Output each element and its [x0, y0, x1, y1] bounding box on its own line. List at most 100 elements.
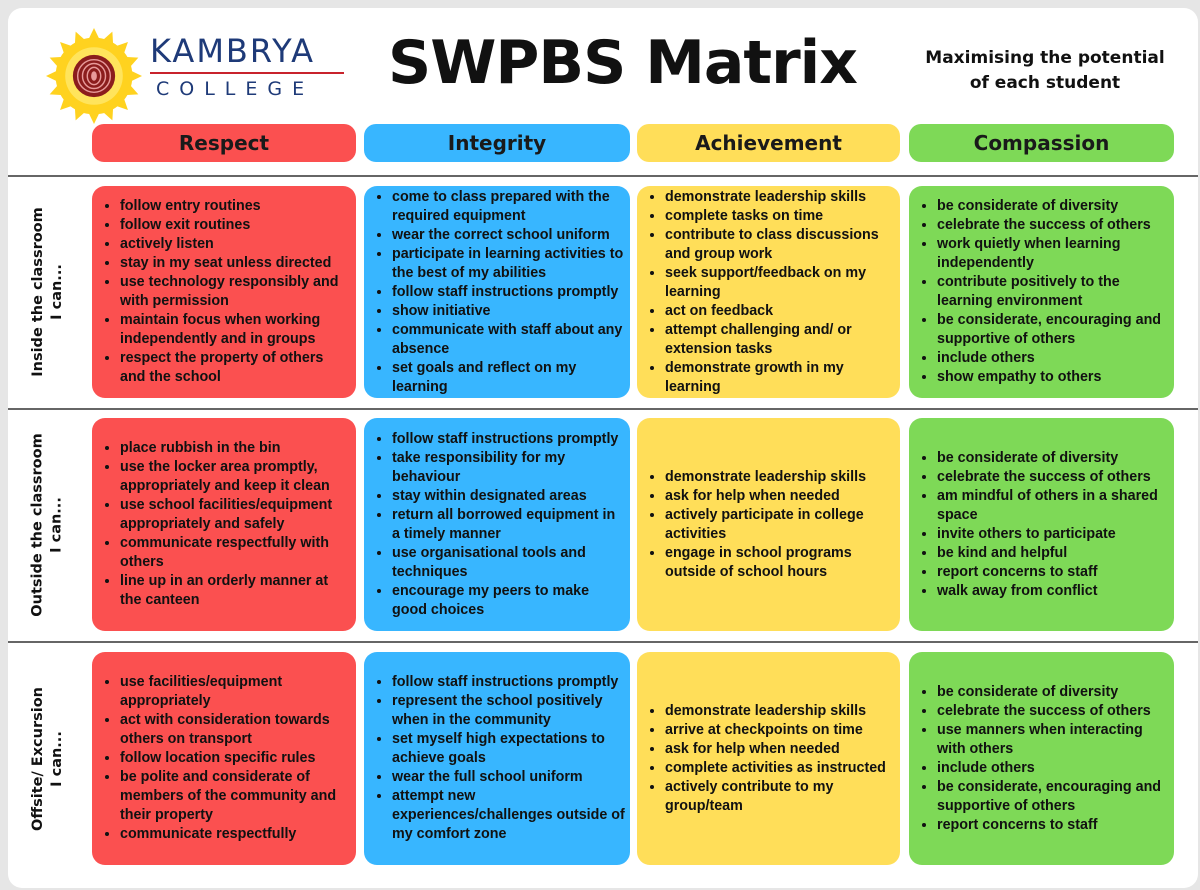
row-divider: [8, 175, 1198, 177]
sun-logo-icon: [46, 28, 142, 124]
list-item: line up in an orderly manner at the cant…: [120, 572, 352, 610]
list-item: maintain focus when working independentl…: [120, 311, 352, 349]
list-item: use school facilities/equipment appropri…: [120, 496, 352, 534]
list-item: return all borrowed equipment in a timel…: [392, 506, 626, 544]
list-item: celebrate the success of others: [937, 468, 1170, 487]
matrix-page: KAMBRYA COLLEGE SWPBS Matrix Maximising …: [8, 8, 1198, 888]
list-item: celebrate the success of others: [937, 216, 1170, 235]
bullet-list: follow staff instructions promptlyrepres…: [374, 673, 626, 844]
list-item: participate in learning activities to th…: [392, 245, 626, 283]
list-item: be considerate, encouraging and supporti…: [937, 778, 1170, 816]
cell-offsite-integrity: follow staff instructions promptlyrepres…: [364, 652, 630, 865]
list-item: actively participate in college activiti…: [665, 506, 896, 544]
row-label-line-2: I can...: [49, 730, 65, 787]
list-item: demonstrate growth in my learning: [665, 359, 896, 397]
list-item: follow staff instructions promptly: [392, 430, 626, 449]
list-item: ask for help when needed: [665, 487, 896, 506]
bullet-list: come to class prepared with the required…: [374, 188, 626, 397]
cell-outside-integrity: follow staff instructions promptlytake r…: [364, 418, 630, 631]
cell-inside-compassion: be considerate of diversitycelebrate the…: [909, 186, 1174, 398]
row-label-inside: Inside the classroom I can...: [8, 186, 88, 398]
column-header-integrity: Integrity: [364, 124, 630, 162]
list-item: take responsibility for my behaviour: [392, 449, 626, 487]
row-label-offsite: Offsite/ Excursion I can...: [8, 652, 88, 865]
list-item: use organisational tools and techniques: [392, 544, 626, 582]
list-item: include others: [937, 349, 1170, 368]
list-item: arrive at checkpoints on time: [665, 721, 896, 740]
list-item: actively contribute to my group/team: [665, 778, 896, 816]
column-header-respect: Respect: [92, 124, 356, 162]
bullet-list: follow staff instructions promptlytake r…: [374, 430, 626, 620]
row-label-line-2: I can...: [49, 496, 65, 553]
list-item: use the locker area promptly, appropriat…: [120, 458, 352, 496]
row-label-line-1: Inside the classroom: [30, 207, 47, 377]
column-header-compassion: Compassion: [909, 124, 1174, 162]
column-header-achievement: Achievement: [637, 124, 900, 162]
cell-offsite-compassion: be considerate of diversitycelebrate the…: [909, 652, 1174, 865]
list-item: encourage my peers to make good choices: [392, 582, 626, 620]
list-item: respect the property of others and the s…: [120, 349, 352, 387]
row-label-line-2: I can...: [49, 264, 66, 320]
list-item: stay in my seat unless directed: [120, 254, 352, 273]
list-item: be considerate of diversity: [937, 449, 1170, 468]
logo-subtitle: COLLEGE: [156, 78, 315, 100]
cell-outside-compassion: be considerate of diversitycelebrate the…: [909, 418, 1174, 631]
list-item: act on feedback: [665, 302, 896, 321]
row-label-outside: Outside the classroom I can...: [8, 418, 88, 631]
bullet-list: demonstrate leadership skillsask for hel…: [647, 468, 896, 582]
list-item: show initiative: [392, 302, 626, 321]
list-item: follow exit routines: [120, 216, 352, 235]
list-item: actively listen: [120, 235, 352, 254]
cell-inside-integrity: come to class prepared with the required…: [364, 186, 630, 398]
list-item: ask for help when needed: [665, 740, 896, 759]
cell-inside-respect: follow entry routinesfollow exit routine…: [92, 186, 356, 398]
list-item: complete tasks on time: [665, 207, 896, 226]
cell-outside-respect: place rubbish in the binuse the locker a…: [92, 418, 356, 631]
list-item: be considerate of diversity: [937, 197, 1170, 216]
cell-offsite-respect: use facilities/equipment appropriatelyac…: [92, 652, 356, 865]
logo-rule: [150, 72, 344, 74]
list-item: represent the school positively when in …: [392, 692, 626, 730]
list-item: place rubbish in the bin: [120, 439, 352, 458]
list-item: follow location specific rules: [120, 749, 352, 768]
list-item: work quietly when learning independently: [937, 235, 1170, 273]
list-item: engage in school programs outside of sch…: [665, 544, 896, 582]
page-title: SWPBS Matrix: [388, 28, 858, 98]
bullet-list: place rubbish in the binuse the locker a…: [102, 439, 352, 610]
kambrya-logo: KAMBRYA COLLEGE: [46, 28, 346, 128]
list-item: contribute to class discussions and grou…: [665, 226, 896, 264]
list-item: be considerate, encouraging and supporti…: [937, 311, 1170, 349]
list-item: use facilities/equipment appropriately: [120, 673, 352, 711]
list-item: follow staff instructions promptly: [392, 673, 626, 692]
row-label-line-1: Outside the classroom: [30, 432, 46, 617]
list-item: communicate with staff about any absence: [392, 321, 626, 359]
list-item: come to class prepared with the required…: [392, 188, 626, 226]
list-item: set goals and reflect on my learning: [392, 359, 626, 397]
cell-inside-achievement: demonstrate leadership skillscomplete ta…: [637, 186, 900, 398]
list-item: invite others to participate: [937, 525, 1170, 544]
list-item: demonstrate leadership skills: [665, 702, 896, 721]
list-item: use technology responsibly and with perm…: [120, 273, 352, 311]
list-item: wear the full school uniform: [392, 768, 626, 787]
bullet-list: be considerate of diversitycelebrate the…: [919, 683, 1170, 835]
list-item: include others: [937, 759, 1170, 778]
tagline-line-1: Maximising the potential: [925, 48, 1165, 68]
cell-outside-achievement: demonstrate leadership skillsask for hel…: [637, 418, 900, 631]
list-item: demonstrate leadership skills: [665, 188, 896, 207]
bullet-list: use facilities/equipment appropriatelyac…: [102, 673, 352, 844]
list-item: attempt new experiences/challenges outsi…: [392, 787, 626, 844]
bullet-list: be considerate of diversitycelebrate the…: [919, 449, 1170, 601]
bullet-list: demonstrate leadership skillscomplete ta…: [647, 188, 896, 397]
row-label-line-1: Offsite/ Excursion: [30, 686, 46, 831]
list-item: wear the correct school uniform: [392, 226, 626, 245]
list-item: attempt challenging and/ or extension ta…: [665, 321, 896, 359]
logo-name: KAMBRYA: [150, 32, 316, 70]
list-item: am mindful of others in a shared space: [937, 487, 1170, 525]
list-item: follow entry routines: [120, 197, 352, 216]
list-item: celebrate the success of others: [937, 702, 1170, 721]
list-item: seek support/feedback on my learning: [665, 264, 896, 302]
list-item: report concerns to staff: [937, 816, 1170, 835]
list-item: stay within designated areas: [392, 487, 626, 506]
list-item: be polite and considerate of members of …: [120, 768, 352, 825]
list-item: be kind and helpful: [937, 544, 1170, 563]
